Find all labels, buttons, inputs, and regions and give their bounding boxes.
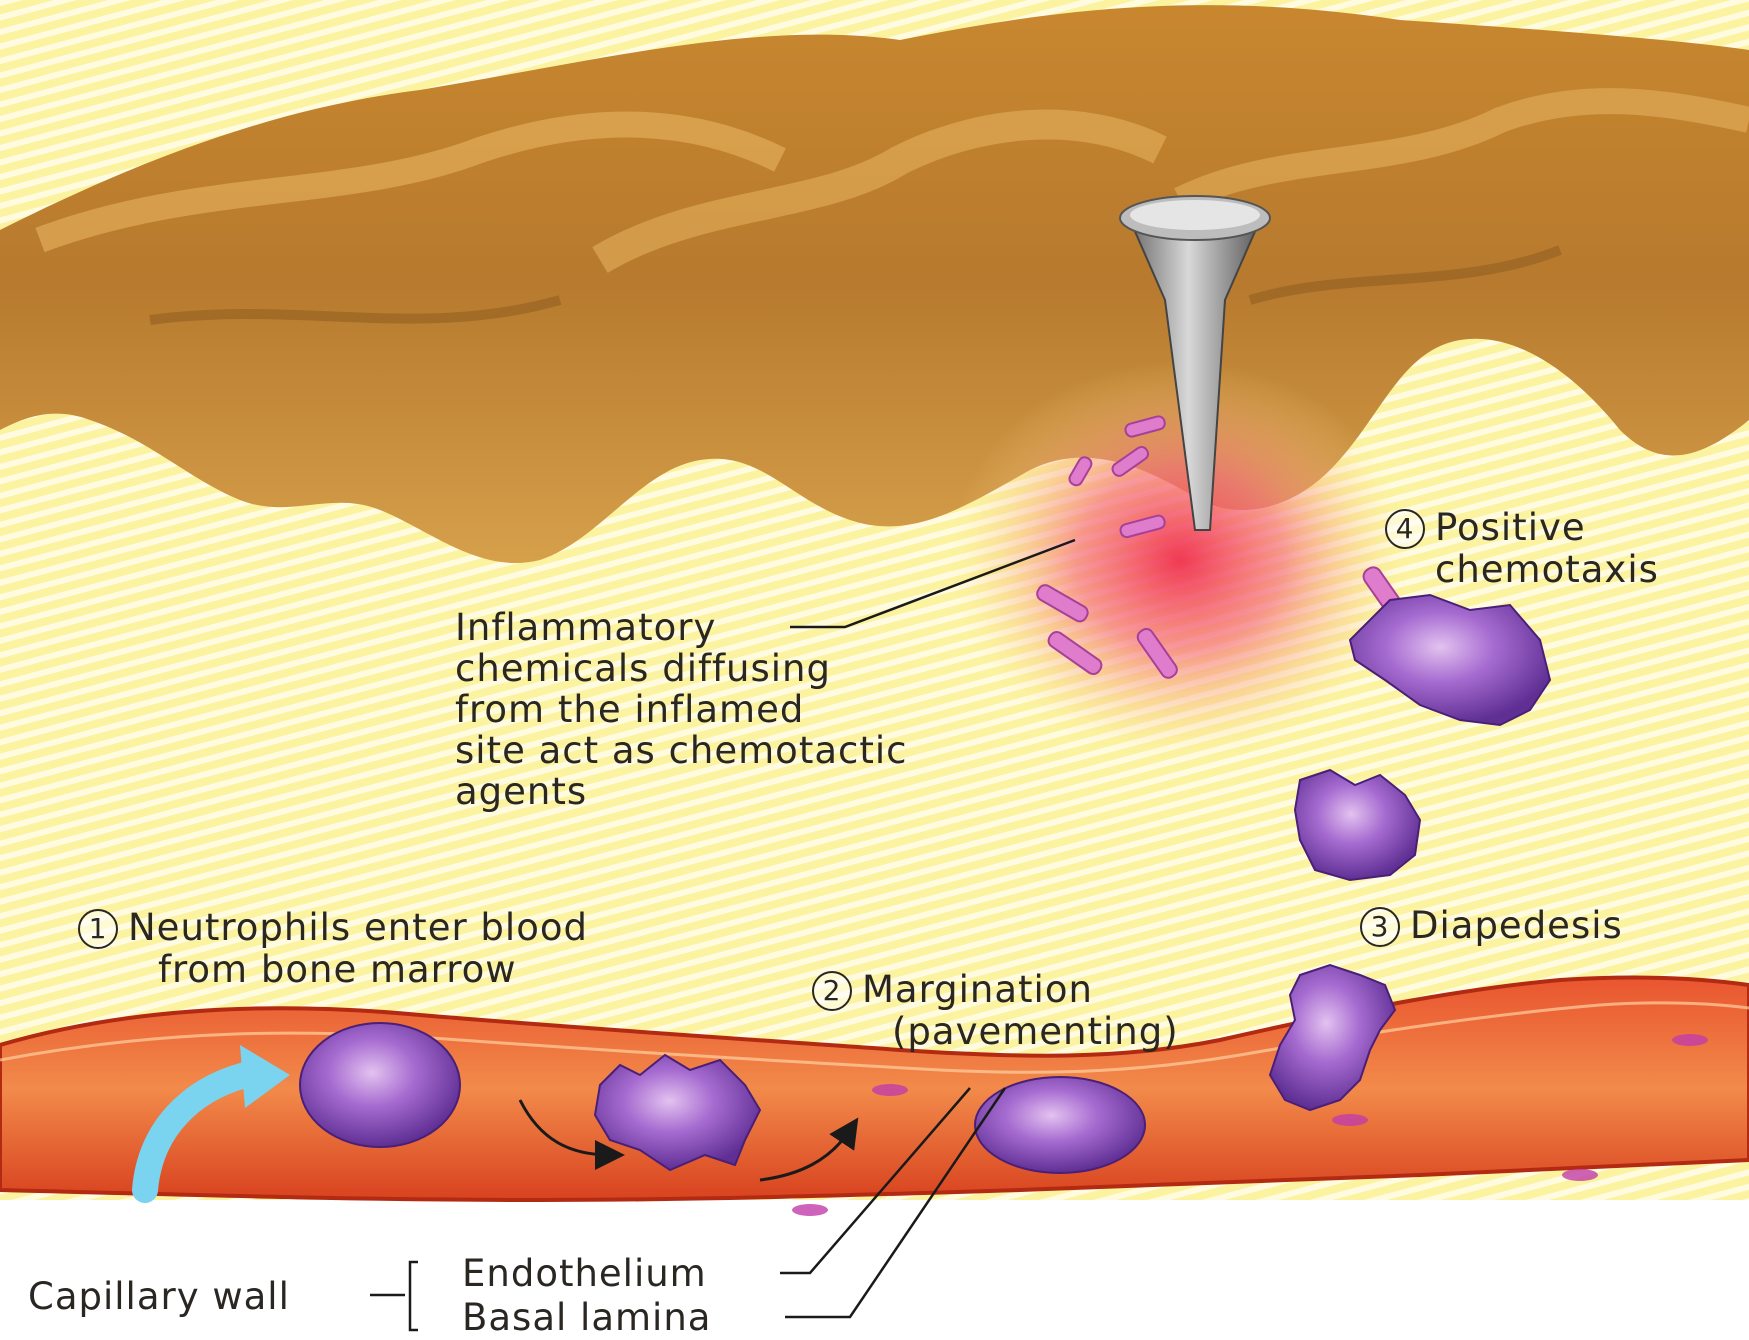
neutrophil-marginated	[975, 1077, 1145, 1173]
endothelium-label: Endothelium	[462, 1253, 707, 1294]
basal-lamina-label: Basal lamina	[462, 1297, 711, 1338]
inflammatory-label: Inflammatory chemicals diffusing from th…	[455, 607, 907, 812]
step-2-number: 2	[812, 971, 852, 1011]
neutrophil-1	[300, 1023, 460, 1147]
step-3-number: 3	[1360, 907, 1400, 947]
capillary-wall-label: Capillary wall	[28, 1276, 290, 1317]
step-1-number: 1	[78, 909, 118, 949]
step-4-number: 4	[1385, 509, 1425, 549]
